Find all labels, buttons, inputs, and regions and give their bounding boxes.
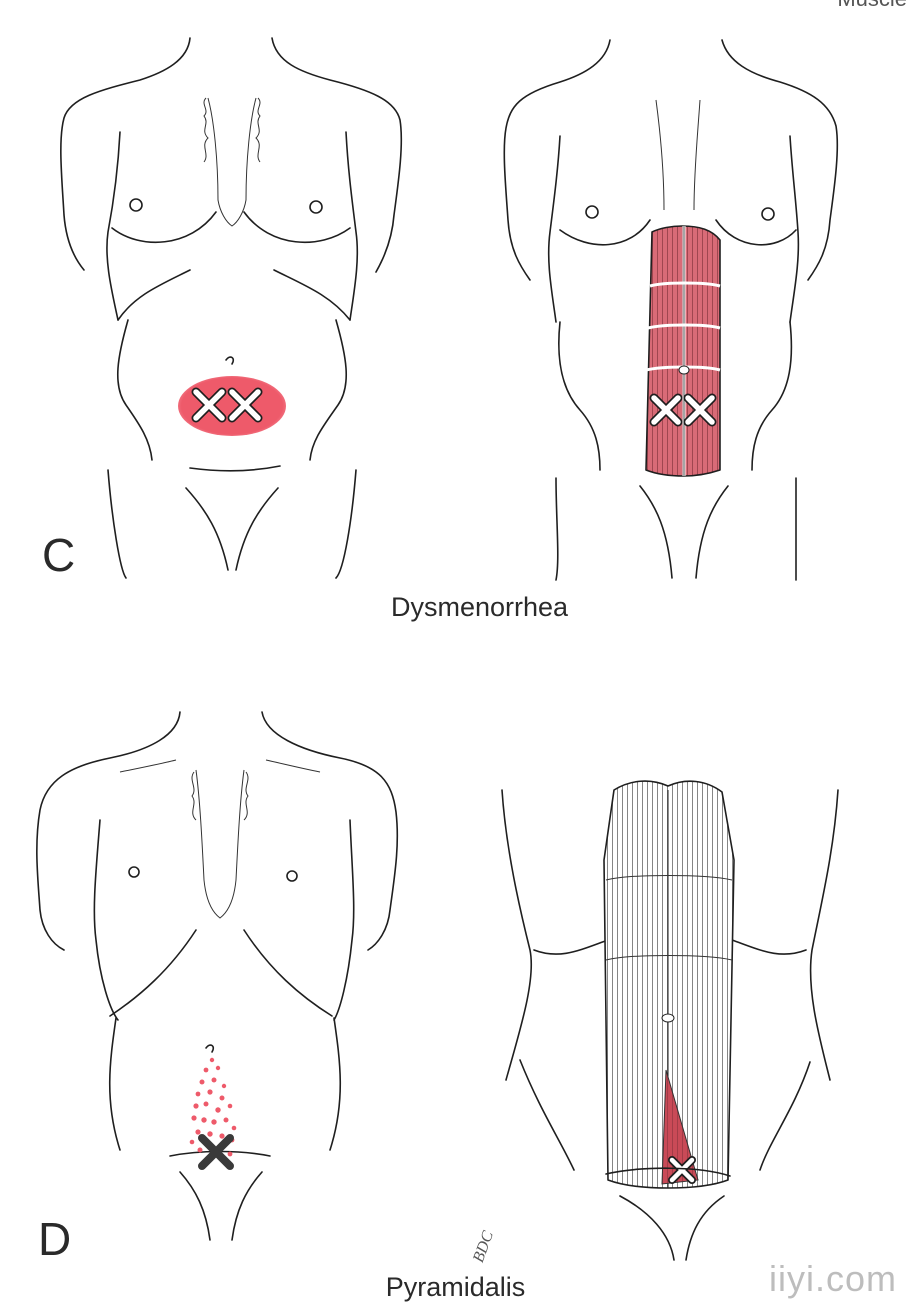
rectus-sheath	[603, 780, 735, 1189]
panel-c-label: C	[42, 529, 76, 581]
panel-c-caption: Dysmenorrhea	[390, 592, 569, 622]
trigger-point-x-icon	[198, 1134, 234, 1170]
trigger-point-x-icon	[668, 1156, 696, 1184]
rectus-abdominis-muscle	[645, 225, 721, 477]
trigger-point-x-icon	[227, 387, 263, 423]
trigger-point-x-icon	[649, 393, 683, 427]
female-torso-right	[503, 39, 839, 581]
trigger-point-x-icon	[683, 393, 717, 427]
abdomen-pyramidalis	[501, 780, 839, 1261]
corner-text: Muscle	[837, 0, 907, 12]
pyramidalis-muscle	[661, 1069, 699, 1185]
male-torso-left	[36, 711, 399, 1241]
trigger-point-x-icon	[191, 387, 227, 423]
female-torso-left	[60, 37, 403, 579]
panel-d-caption: Pyramidalis	[385, 1272, 526, 1302]
panel-d-label: D	[38, 1213, 72, 1265]
watermark: iiyi.com	[768, 1258, 897, 1299]
